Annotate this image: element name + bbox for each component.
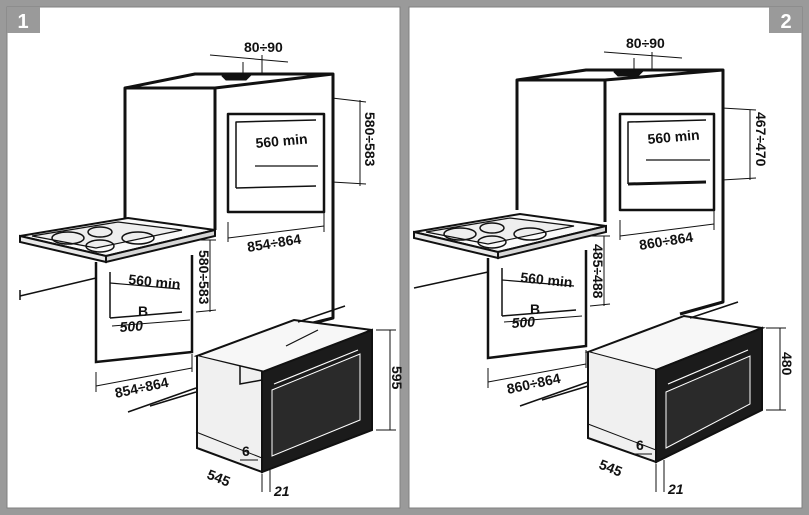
panel-1-dimension-lines	[95, 54, 396, 492]
panel-1-under-base-depth-label: 500	[119, 317, 144, 335]
panel-2-dimension-lines	[487, 51, 786, 492]
panel-1-vent-label: 80÷90	[244, 39, 283, 55]
panel-2-oven	[584, 314, 766, 464]
panel-2-under-height-label: 485÷488	[590, 244, 606, 299]
panel-1-door-thickness-label: 21	[273, 483, 290, 499]
panel-2-under-counter-housing	[413, 250, 588, 360]
panel-1-top-depth-label: 560 min	[255, 131, 308, 151]
panel-1-under-counter-housing	[19, 255, 194, 364]
panel-2-under-base-depth-label: 500	[511, 313, 536, 331]
panel-1-top-height-label: 580÷583	[362, 112, 378, 167]
panel-1-door-gap-label: 6	[242, 443, 250, 459]
panel-2-badge: 2	[769, 7, 802, 33]
panel-1-badge: 1	[7, 7, 40, 33]
panel-1-under-height-label: 580÷583	[196, 250, 212, 305]
panel-1-floor-lines	[127, 305, 346, 413]
panel-2-door-thickness-label: 21	[667, 481, 684, 497]
panel-1-worktop	[19, 216, 216, 264]
panel-2-top-depth-label: 560 min	[647, 127, 700, 147]
panel-1-marker-label: B	[138, 303, 148, 319]
panel-2-top-height-label: 467÷470	[753, 112, 769, 167]
panel-1-oven-height-label: 595	[389, 366, 405, 390]
panel-1-number: 1	[17, 11, 28, 33]
panel-1-dimension-labels: 80÷90 560 min 580÷583 854÷864 560 min 58…	[113, 39, 405, 499]
panel-2-under-depth-label: 560 min	[520, 269, 574, 290]
panel-2-marker-label: B	[530, 301, 540, 317]
panel-1: 1	[6, 6, 405, 509]
panel-2: 2	[408, 6, 803, 509]
panel-2-vent-label: 80÷90	[626, 35, 665, 51]
panel-2-number: 2	[780, 11, 791, 33]
panel-1-under-depth-label: 560 min	[128, 271, 182, 292]
panel-2-worktop	[413, 212, 607, 260]
panel-2-oven-height-label: 480	[779, 352, 795, 376]
panel-1-oven	[193, 318, 373, 474]
panel-2-tall-cabinet	[515, 68, 725, 316]
panel-2-floor-lines	[519, 301, 739, 407]
panel-2-door-gap-label: 6	[636, 437, 644, 453]
